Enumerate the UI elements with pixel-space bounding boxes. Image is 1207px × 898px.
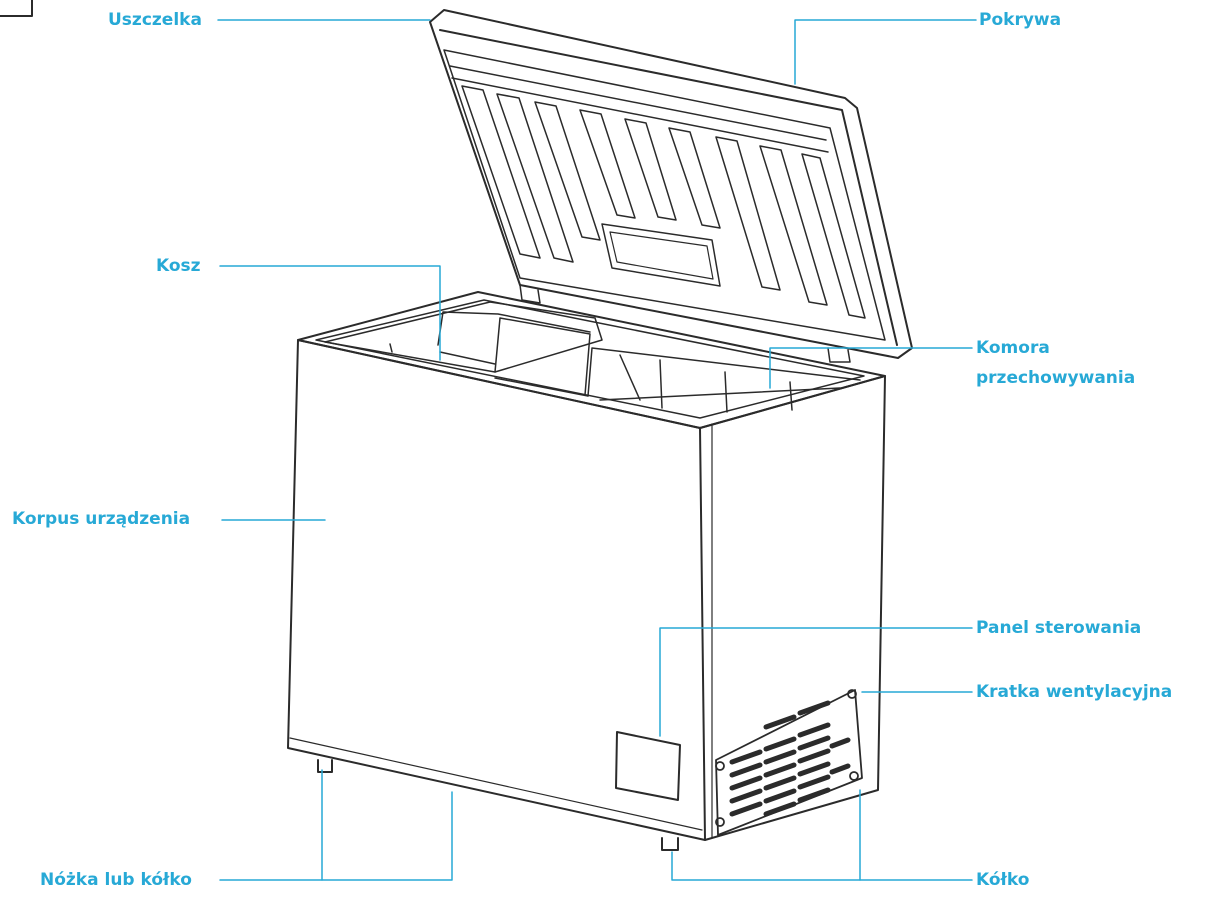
- label-komora-line1: Komora: [976, 338, 1050, 358]
- feet: [317, 759, 679, 851]
- label-pokrywa: Pokrywa: [979, 10, 1062, 30]
- lid: [429, 9, 913, 363]
- label-kolko: Kółko: [976, 870, 1030, 890]
- label-panel: Panel sterowania: [976, 618, 1142, 638]
- label-kosz: Kosz: [156, 256, 201, 276]
- label-korpus: Korpus urządzenia: [12, 509, 191, 529]
- label-uszczelka: Uszczelka: [108, 10, 202, 30]
- leader-lines: [217, 19, 977, 881]
- cabinet-body: [287, 291, 886, 841]
- label-nozka: Nóżka lub kółko: [40, 870, 192, 890]
- ventilation-grille: [715, 689, 863, 836]
- label-komora-line2: przechowywania: [976, 368, 1136, 388]
- corner-mark: [0, 0, 33, 17]
- control-panel: [615, 731, 681, 801]
- label-kratka: Kratka wentylacyjna: [976, 682, 1173, 702]
